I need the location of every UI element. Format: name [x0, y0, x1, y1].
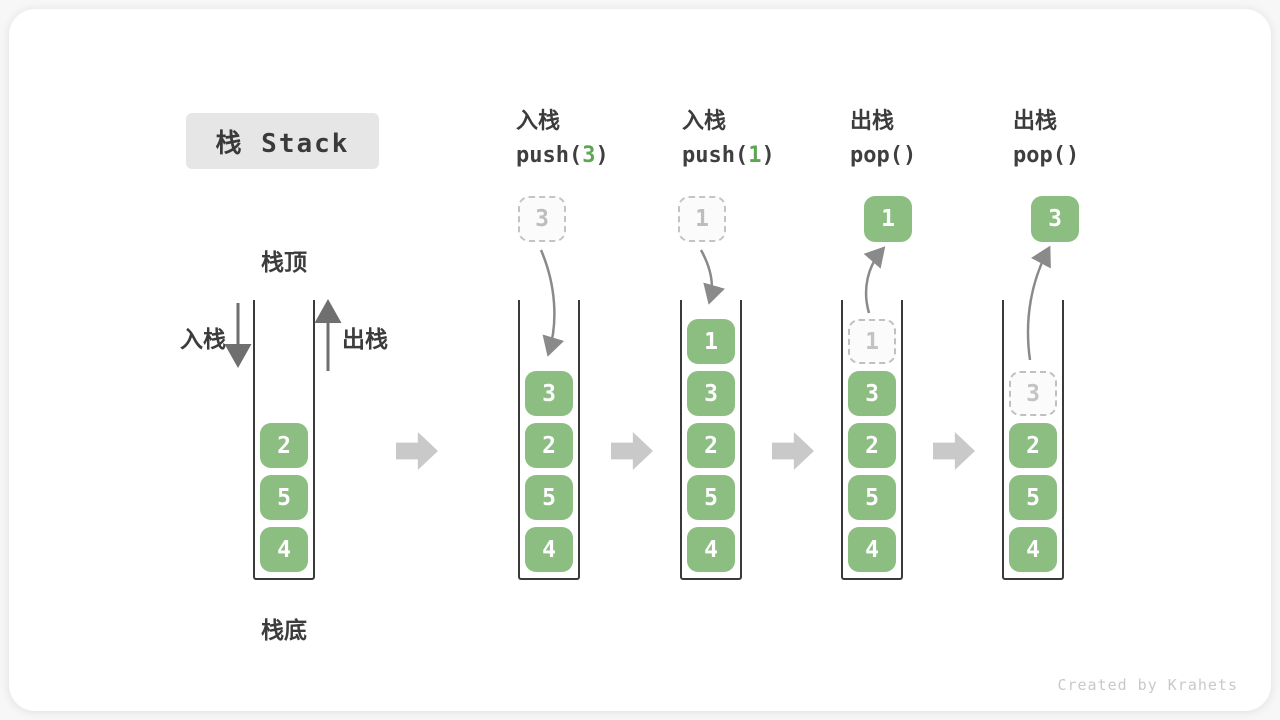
stack-cell: 4 [1009, 527, 1057, 572]
stack-cell: 4 [260, 527, 308, 572]
pop-direction-label: 出栈 [342, 326, 388, 352]
credit-text: Created by Krahets [1057, 676, 1238, 694]
op-label-push-3: 入栈 push(3) [516, 104, 686, 174]
stack-cell: 4 [525, 527, 573, 572]
op-code-label: pop() [850, 138, 1020, 174]
stack-cell: 3 [687, 371, 735, 416]
op-code-label: push(3) [516, 138, 686, 174]
stack-top-label: 栈顶 [261, 249, 307, 275]
stack-cell: 5 [260, 475, 308, 520]
op-label-pop-3: 出栈 pop() [1013, 104, 1183, 174]
stack-container-pop-3: 3 2 5 4 [1002, 300, 1064, 580]
code-pre: push( [682, 143, 749, 168]
stack-cell: 4 [848, 527, 896, 572]
floating-value-dashed: 1 [678, 196, 726, 242]
op-zh-label: 出栈 [1013, 108, 1058, 133]
stack-container-push-3: 3 2 5 4 [518, 300, 580, 580]
code-pre: push( [516, 143, 583, 168]
op-label-pop-1: 出栈 pop() [850, 104, 1020, 174]
stack-cell-ghost: 3 [1009, 371, 1057, 416]
op-code-label: push(1) [682, 138, 852, 174]
stack-cell: 5 [525, 475, 573, 520]
stack-container-push-1: 1 3 2 5 4 [680, 300, 742, 580]
op-code-label: pop() [1013, 138, 1183, 174]
code-post: ) [595, 143, 609, 168]
stack-cell: 5 [848, 475, 896, 520]
op-zh-label: 入栈 [516, 108, 561, 133]
op-label-push-1: 入栈 push(1) [682, 104, 852, 174]
floating-value-popped: 3 [1031, 196, 1079, 242]
code-post: ) [761, 143, 775, 168]
code-pre: pop() [1013, 143, 1080, 168]
stack-cell-ghost: 1 [848, 319, 896, 364]
code-arg: 3 [582, 143, 596, 168]
op-zh-label: 出栈 [850, 108, 895, 133]
stack-cell: 2 [848, 423, 896, 468]
diagram-title: 栈 Stack [186, 113, 379, 169]
stack-cell: 5 [1009, 475, 1057, 520]
push-direction-label: 入栈 [180, 326, 226, 352]
stack-cell: 4 [687, 527, 735, 572]
op-zh-label: 入栈 [682, 108, 727, 133]
stack-cell: 3 [848, 371, 896, 416]
stack-cell: 2 [687, 423, 735, 468]
stack-cell: 2 [525, 423, 573, 468]
stack-cell: 5 [687, 475, 735, 520]
code-pre: pop() [850, 143, 917, 168]
stack-bottom-label: 栈底 [261, 617, 307, 643]
floating-value-dashed: 3 [518, 196, 566, 242]
stack-cell: 2 [260, 423, 308, 468]
stack-cell: 1 [687, 319, 735, 364]
floating-value-popped: 1 [864, 196, 912, 242]
code-arg: 1 [748, 143, 762, 168]
stack-cell: 2 [1009, 423, 1057, 468]
stack-cell: 3 [525, 371, 573, 416]
stack-container-pop-1: 1 3 2 5 4 [841, 300, 903, 580]
stack-container-initial: 2 5 4 [253, 300, 315, 580]
